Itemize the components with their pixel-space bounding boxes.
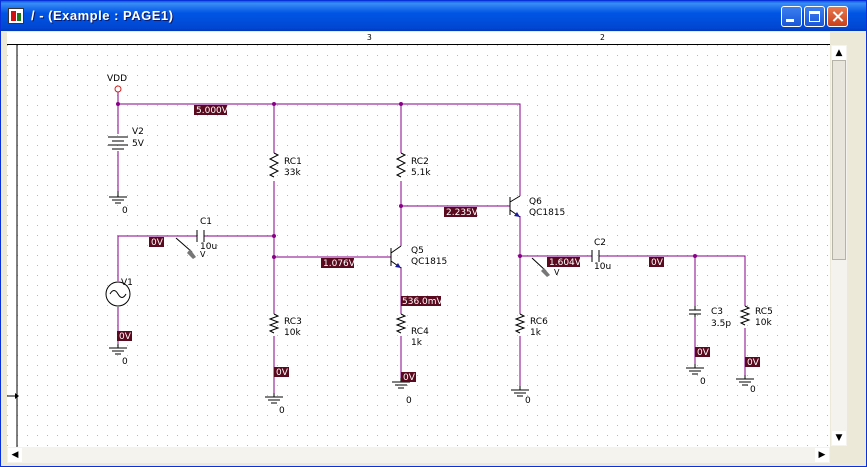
minimize-button[interactable] [781, 6, 802, 27]
voltage-label: 2.235V [446, 208, 479, 218]
scroll-up-button[interactable]: ▲ [832, 46, 846, 60]
top-ruler: 3 2 [7, 32, 830, 45]
voltage-label: 0V [276, 368, 289, 378]
label-q5-ref: Q5 [411, 246, 424, 256]
label-c3-value: 3.5p [711, 319, 731, 329]
label-c1-ref: C1 [200, 217, 212, 227]
scroll-right-button[interactable]: ▶ [815, 448, 829, 462]
ground-icon [109, 344, 127, 355]
horizontal-scrollbar[interactable]: ◀ ▶ [7, 447, 830, 463]
close-button[interactable] [827, 6, 848, 27]
ground-icon [736, 375, 754, 386]
label-rc1-ref: RC1 [284, 157, 302, 167]
ruler-label: 2 [600, 33, 605, 42]
label-rc5-value: 10k [755, 318, 772, 328]
voltage-label: 0V [747, 358, 760, 368]
resistor-rc4[interactable] [395, 313, 407, 334]
ground-label: 0 [122, 206, 128, 216]
ground-label: 0 [122, 357, 128, 367]
resistor-rc5[interactable] [739, 305, 751, 326]
maximize-button[interactable] [804, 6, 825, 27]
ground-label: 0 [700, 377, 706, 387]
label-c2-value: 10u [594, 262, 611, 272]
label-vdd: VDD [107, 74, 127, 84]
ground-icon [686, 364, 704, 375]
ground-icon [265, 393, 283, 404]
voltage-label: 1.604V [549, 258, 582, 268]
label-v2-ref: V2 [132, 127, 144, 137]
svg-text:V: V [554, 268, 560, 277]
resistor-rc1[interactable] [268, 152, 280, 178]
voltage-label: 0V [403, 373, 416, 383]
voltage-label: 0V [651, 258, 664, 268]
ground-label: 0 [750, 385, 756, 395]
voltage-label: 1.076V [323, 259, 356, 269]
ground-icon [511, 386, 529, 397]
label-q6-ref: Q6 [529, 197, 542, 207]
resistor-rc2[interactable] [395, 152, 407, 178]
label-rc6-value: 1k [530, 328, 542, 338]
label-rc6-ref: RC6 [530, 317, 548, 327]
voltage-label: 0V [151, 238, 164, 248]
label-q5-value: QC1815 [411, 257, 447, 267]
battery-v2-symbol[interactable] [108, 136, 128, 150]
ac-source-v1[interactable] [105, 281, 131, 307]
label-c1-value: 10u [200, 242, 217, 252]
schematic-diagram[interactable]: VDD V2 5V RC1 33k RC2 5.1k [7, 32, 830, 447]
scroll-left-button[interactable]: ◀ [8, 448, 22, 462]
label-c2-ref: C2 [594, 238, 606, 248]
vertical-scrollbar[interactable]: ▲ ▼ [831, 45, 847, 446]
label-v2-value: 5V [132, 139, 145, 149]
vertical-scroll-thumb[interactable] [832, 60, 846, 260]
label-q6-value: QC1815 [529, 208, 565, 218]
ground-label: 0 [406, 396, 412, 406]
voltage-label: 0V [119, 332, 132, 342]
label-rc4-ref: RC4 [411, 327, 429, 337]
label-v1-ref: V1 [121, 278, 133, 288]
title-bar[interactable]: / - (Example : PAGE1) [1, 1, 866, 31]
voltage-label: 536.0mV [402, 297, 444, 307]
svg-text:V: V [200, 250, 206, 259]
ground-icon [109, 191, 127, 204]
label-rc2-ref: RC2 [411, 157, 429, 167]
capacitor-c2[interactable] [591, 250, 600, 262]
ground-label: 0 [279, 406, 285, 416]
capacitor-c1[interactable] [196, 230, 205, 242]
label-rc4-value: 1k [411, 338, 423, 348]
probe-icon[interactable]: V [175, 237, 206, 259]
label-rc1-value: 33k [284, 168, 301, 178]
vdd-terminal[interactable] [114, 85, 122, 93]
label-rc3-ref: RC3 [284, 317, 302, 327]
probe-icon[interactable]: V [531, 257, 560, 277]
voltage-label: 5.000V [196, 106, 229, 116]
voltage-label: 0V [697, 348, 710, 358]
schematic-canvas[interactable]: VDD V2 5V RC1 33k RC2 5.1k [7, 32, 830, 447]
scroll-down-button[interactable]: ▼ [832, 431, 846, 445]
label-rc3-value: 10k [284, 328, 301, 338]
window-title: / - (Example : PAGE1) [31, 8, 174, 23]
app-icon[interactable] [8, 8, 24, 24]
resistor-rc3[interactable] [268, 313, 280, 334]
label-rc5-ref: RC5 [755, 307, 773, 317]
ground-label: 0 [525, 396, 531, 406]
label-rc2-value: 5.1k [411, 168, 431, 178]
resistor-rc6[interactable] [514, 313, 526, 334]
ruler-label: 3 [367, 33, 372, 42]
label-c3-ref: C3 [711, 307, 723, 317]
size-grip[interactable] [831, 447, 847, 463]
